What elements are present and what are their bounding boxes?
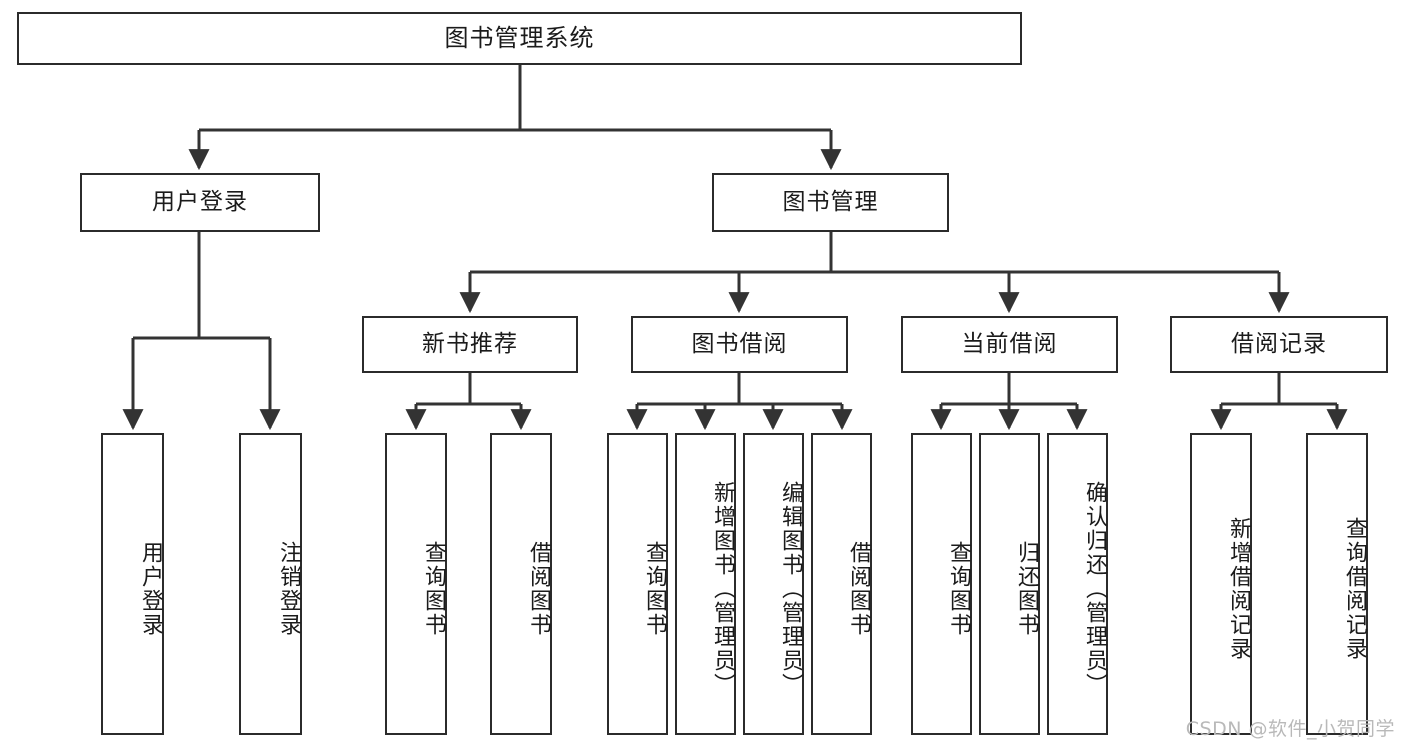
node-new-book-recommend[interactable]: 新书推荐 (362, 316, 578, 373)
node-leaf-edit-book-label: 编辑图书（管理员） (778, 481, 803, 697)
node-leaf-borrow-book-2-label: 借阅图书 (846, 541, 871, 637)
node-leaf-user-login[interactable]: 用户登录 (101, 433, 164, 735)
node-borrow-record[interactable]: 借阅记录 (1170, 316, 1388, 373)
node-leaf-query-book-1-label: 查询图书 (421, 541, 446, 637)
node-leaf-logout-login[interactable]: 注销登录 (239, 433, 302, 735)
node-leaf-return-book-label: 归还图书 (1014, 541, 1039, 637)
node-user-login-label: 用户登录 (152, 189, 248, 216)
node-leaf-confirm-return-label: 确认归还（管理员） (1082, 481, 1107, 697)
node-leaf-borrow-book-1[interactable]: 借阅图书 (490, 433, 552, 735)
node-leaf-return-book[interactable]: 归还图书 (979, 433, 1040, 735)
node-root-label: 图书管理系统 (444, 23, 595, 52)
node-book-borrow-label: 图书借阅 (691, 331, 788, 358)
node-leaf-query-book-2-label: 查询图书 (642, 541, 667, 637)
node-leaf-query-book-1[interactable]: 查询图书 (385, 433, 447, 735)
node-leaf-add-record-label: 新增借阅记录 (1226, 517, 1251, 661)
node-leaf-confirm-return[interactable]: 确认归还（管理员） (1047, 433, 1108, 735)
node-current-borrow[interactable]: 当前借阅 (901, 316, 1118, 373)
node-new-book-recommend-label: 新书推荐 (422, 331, 518, 358)
node-leaf-logout-login-label: 注销登录 (276, 541, 301, 637)
node-leaf-edit-book[interactable]: 编辑图书（管理员） (743, 433, 804, 735)
node-leaf-borrow-book-1-label: 借阅图书 (526, 541, 551, 637)
node-leaf-query-record-label: 查询借阅记录 (1342, 517, 1367, 661)
node-current-borrow-label: 当前借阅 (961, 331, 1058, 358)
node-borrow-record-label: 借阅记录 (1231, 331, 1327, 358)
node-leaf-query-book-2[interactable]: 查询图书 (607, 433, 668, 735)
node-leaf-query-book-3[interactable]: 查询图书 (911, 433, 972, 735)
node-leaf-borrow-book-2[interactable]: 借阅图书 (811, 433, 872, 735)
watermark: CSDN @软件_小贺同学 (1185, 718, 1395, 740)
node-leaf-query-record[interactable]: 查询借阅记录 (1306, 433, 1368, 735)
node-leaf-add-book[interactable]: 新增图书（管理员） (675, 433, 736, 735)
node-user-login[interactable]: 用户登录 (80, 173, 320, 232)
node-root[interactable]: 图书管理系统 (17, 12, 1022, 65)
node-book-borrow[interactable]: 图书借阅 (631, 316, 848, 373)
node-leaf-user-login-label: 用户登录 (138, 541, 163, 637)
node-book-manage-label: 图书管理 (782, 189, 879, 216)
node-leaf-add-record[interactable]: 新增借阅记录 (1190, 433, 1252, 735)
node-leaf-add-book-label: 新增图书（管理员） (710, 481, 735, 697)
node-book-manage[interactable]: 图书管理 (712, 173, 949, 232)
node-leaf-query-book-3-label: 查询图书 (946, 541, 971, 637)
